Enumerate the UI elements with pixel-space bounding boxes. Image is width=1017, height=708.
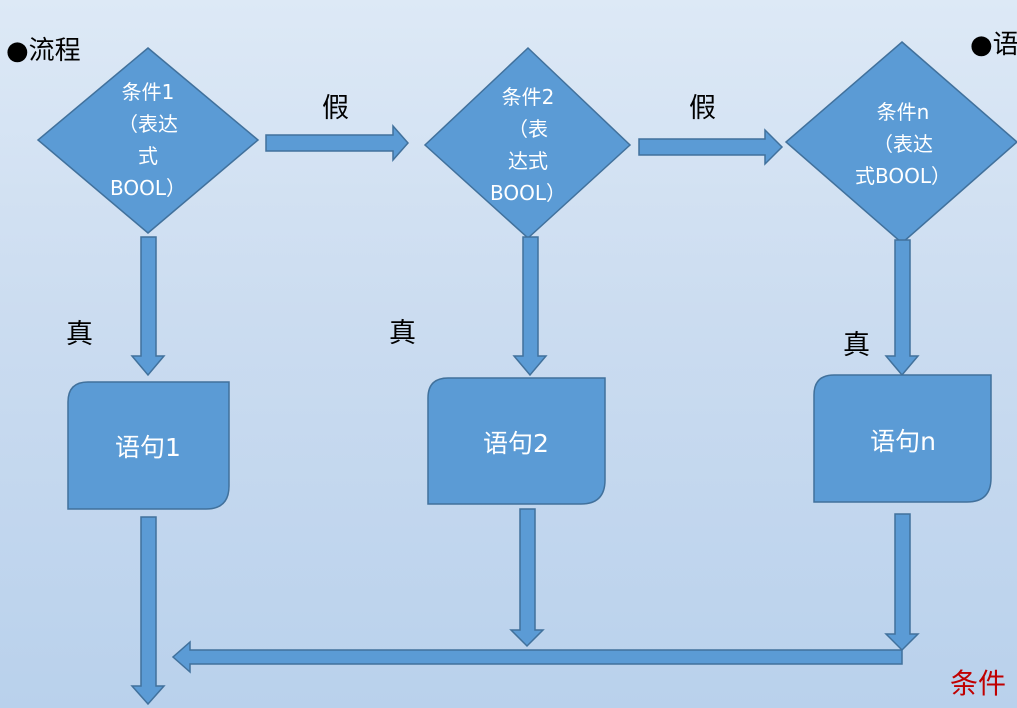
exit-arrow-2 bbox=[509, 508, 545, 648]
false-arrow-2 bbox=[638, 128, 784, 166]
true-arrow-1 bbox=[130, 236, 166, 377]
merge-arrow bbox=[171, 640, 903, 674]
edge-label-true-n: 真 bbox=[843, 330, 870, 361]
edge-label-true-1: 真 bbox=[66, 319, 93, 350]
edge-label-false-2: 假 bbox=[689, 93, 716, 124]
edge-label-false-1: 假 bbox=[322, 93, 349, 124]
page-title: ●流程 bbox=[6, 36, 81, 66]
footer-note-truncated: 条件 bbox=[950, 667, 1007, 700]
true-arrow-n bbox=[884, 239, 920, 377]
statement-box-1[interactable] bbox=[67, 381, 230, 510]
condition-diamond-n[interactable] bbox=[784, 41, 1017, 244]
condition-diamond-2[interactable] bbox=[423, 46, 632, 240]
statement-box-2[interactable] bbox=[427, 377, 606, 505]
exit-arrow-1 bbox=[130, 516, 166, 706]
false-arrow-1 bbox=[265, 124, 410, 162]
edge-label-true-2: 真 bbox=[389, 318, 416, 349]
statement-box-n[interactable] bbox=[813, 374, 992, 503]
condition-diamond-1[interactable] bbox=[36, 47, 260, 234]
true-arrow-2 bbox=[512, 236, 548, 377]
exit-arrow-n bbox=[884, 513, 920, 652]
page-title-right-truncated: ●语 bbox=[970, 30, 1017, 60]
